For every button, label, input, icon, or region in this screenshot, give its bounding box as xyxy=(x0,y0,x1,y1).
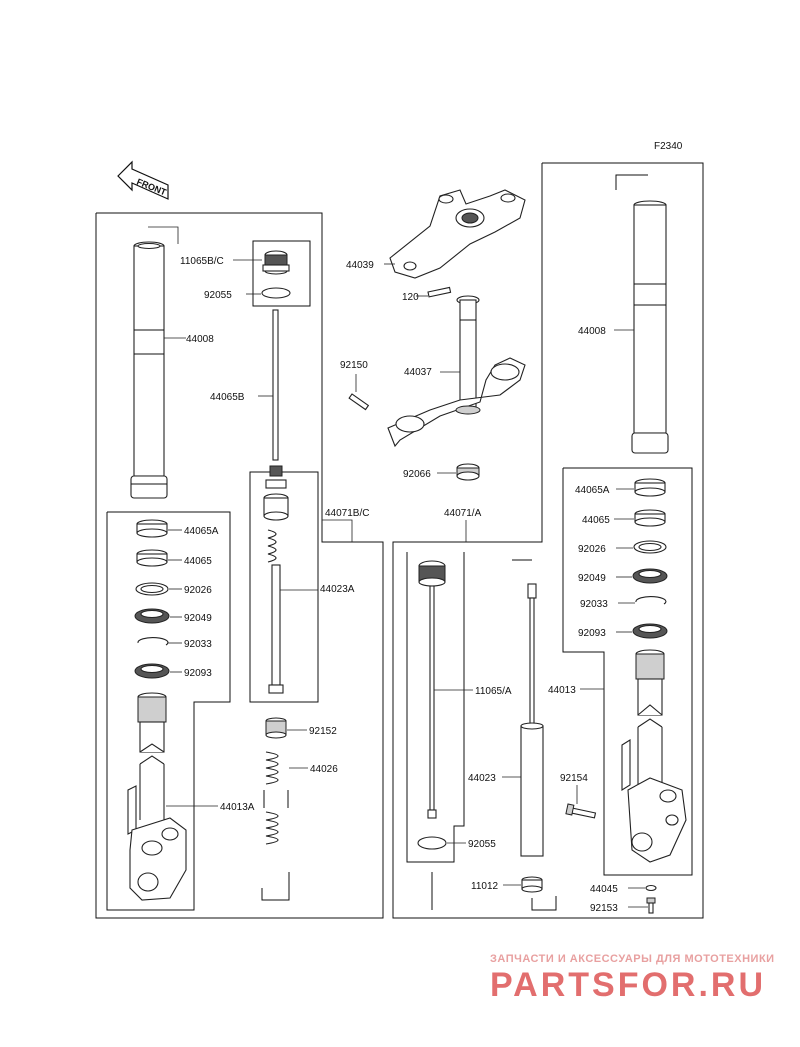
label-44065a-right: 44065A xyxy=(575,485,610,496)
washer-44045 xyxy=(645,884,657,892)
label-92150: 92150 xyxy=(340,360,368,371)
dust-seal-92093-left xyxy=(134,663,170,679)
label-11065bc: 11065B/C xyxy=(180,256,224,267)
label-44008-right: 44008 xyxy=(578,326,606,337)
right-assembly-boundary xyxy=(392,162,704,919)
label-92152: 92152 xyxy=(309,726,337,737)
inner-tube-right xyxy=(621,649,687,863)
label-44013: 44013 xyxy=(548,685,576,696)
steering-stem-44037 xyxy=(387,295,526,448)
upper-bracket-44039 xyxy=(389,189,526,279)
label-44045: 44045 xyxy=(590,884,618,895)
diagram-code: F2340 xyxy=(654,141,683,152)
fork-cap-right xyxy=(418,560,446,819)
bolt-92150 xyxy=(348,393,370,411)
circlip-92033-left xyxy=(137,636,169,646)
label-92153: 92153 xyxy=(590,903,618,914)
seal-92066 xyxy=(456,463,480,481)
nut-92152 xyxy=(265,717,287,739)
label-44023: 44023 xyxy=(468,773,496,784)
right-lower-boundary xyxy=(562,467,693,876)
bushing-44065a-left xyxy=(136,519,168,538)
label-92033-right: 92033 xyxy=(580,599,608,610)
label-92049-left: 92049 xyxy=(184,613,212,624)
label-44065a-left: 44065A xyxy=(184,526,219,537)
bolt-92154 xyxy=(565,803,597,819)
label-92026-right: 92026 xyxy=(578,544,606,555)
outer-tube-left xyxy=(130,241,168,499)
oring-92055-bottom xyxy=(417,836,447,850)
label-92093-right: 92093 xyxy=(578,628,606,639)
label-44013a: 44013A xyxy=(220,802,255,813)
watermark-logo: PARTSFOR.RU xyxy=(490,966,766,1004)
label-120: 120 xyxy=(402,292,419,303)
label-92055-bottom: 92055 xyxy=(468,839,496,850)
label-44026: 44026 xyxy=(310,764,338,775)
label-44065-left: 44065 xyxy=(184,556,212,567)
bushing-44065-right xyxy=(634,509,666,527)
watermark-tagline: ЗАПЧАСТИ И АКСЕССУАРЫ ДЛЯ МОТОТЕХНИКИ xyxy=(490,953,775,965)
label-92049-right: 92049 xyxy=(578,573,606,584)
label-44039: 44039 xyxy=(346,260,374,271)
label-44065-right: 44065 xyxy=(582,515,610,526)
label-11012: 11012 xyxy=(471,881,499,892)
bushing-44065a-right xyxy=(634,478,666,497)
label-44037: 44037 xyxy=(404,367,432,378)
label-92154: 92154 xyxy=(560,773,588,784)
cartridge-left xyxy=(263,465,289,694)
fork-spring-left xyxy=(263,751,289,845)
inner-tube-left xyxy=(127,692,187,901)
label-92026-left: 92026 xyxy=(184,585,212,596)
washer-92026-right xyxy=(633,540,667,554)
label-92033-left: 92033 xyxy=(184,639,212,650)
bolt-120 xyxy=(427,286,452,298)
dust-seal-92093-right xyxy=(632,623,668,639)
label-11065a: 11065/A xyxy=(475,686,512,697)
fork-cap-left xyxy=(261,250,291,299)
spacer-11012 xyxy=(521,876,543,893)
oil-seal-92049-left xyxy=(134,608,170,624)
cartridge-right xyxy=(512,559,544,857)
push-rod-left xyxy=(272,309,279,461)
label-44065b: 44065B xyxy=(210,392,245,403)
bolt-92153 xyxy=(646,897,656,914)
outer-tube-right xyxy=(615,174,669,454)
label-44071a: 44071/A xyxy=(444,508,482,519)
circlip-92033-right xyxy=(635,595,667,605)
cartridge-box-left xyxy=(249,471,319,703)
label-92055-top: 92055 xyxy=(204,290,232,301)
cartridge-box-right xyxy=(406,552,465,863)
label-92093-left: 92093 xyxy=(184,668,212,679)
label-44008-left: 44008 xyxy=(186,334,214,345)
label-92066: 92066 xyxy=(403,469,431,480)
left-assembly-boundary xyxy=(95,212,384,919)
bushing-44065-left xyxy=(136,549,168,567)
washer-92026-left xyxy=(135,582,169,596)
label-44071bc: 44071B/C xyxy=(325,508,369,519)
cap-box-left xyxy=(252,240,311,307)
label-44023a: 44023A xyxy=(320,584,355,595)
oil-seal-92049-right xyxy=(632,568,668,584)
left-lower-boundary xyxy=(106,511,231,911)
front-arrow-icon: FRONT xyxy=(117,160,169,200)
